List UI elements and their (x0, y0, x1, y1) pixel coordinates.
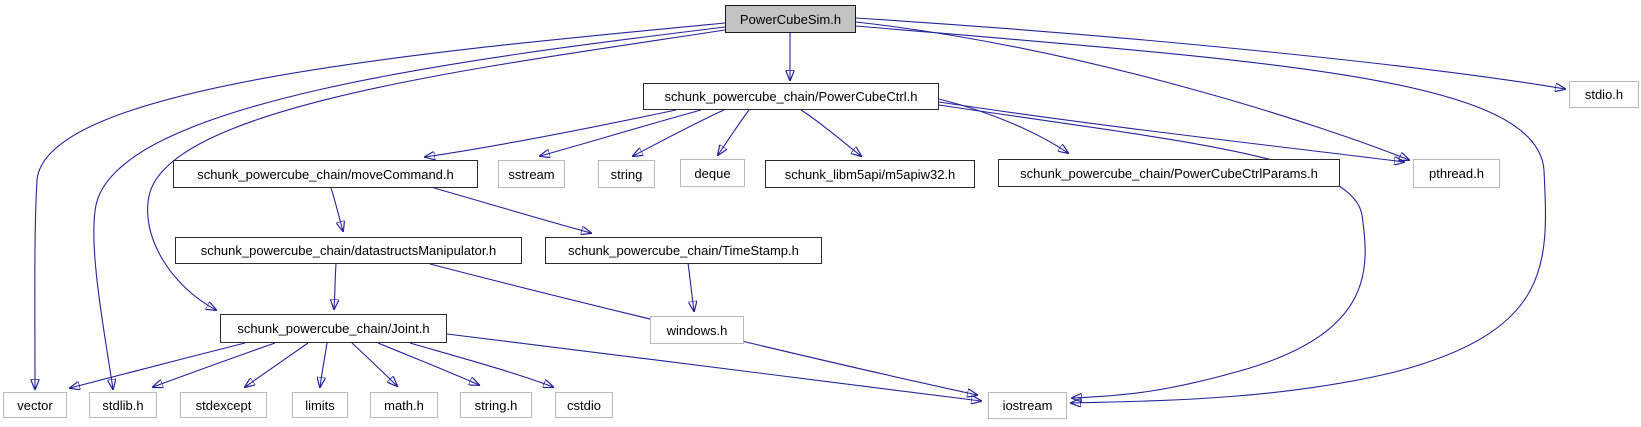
edge-joint-to-iostream (446, 333, 981, 401)
node-timestamp[interactable]: schunk_powercube_chain/TimeStamp.h (545, 237, 822, 264)
node-m5apiw32[interactable]: schunk_libm5api/m5apiw32.h (765, 160, 975, 188)
edge-ctrl-to-m5api (800, 109, 861, 156)
node-windows: windows.h (650, 316, 744, 344)
node-sstream: sstream (498, 160, 565, 188)
edge-sim-to-joint (147, 29, 726, 310)
edge-sim-to-pthread (855, 21, 1409, 160)
node-movecommand[interactable]: schunk_powercube_chain/moveCommand.h (173, 160, 478, 188)
node-stdio: stdio.h (1569, 81, 1639, 108)
node-powercubectrlparams[interactable]: schunk_powercube_chain/PowerCubeCtrlPara… (998, 159, 1340, 187)
node-powercubectrl[interactable]: schunk_powercube_chain/PowerCubeCtrl.h (643, 83, 939, 110)
edge-timestamp-to-windows (687, 262, 694, 311)
node-string-h: string.h (460, 392, 532, 418)
node-powercubesim: PowerCubeSim.h (725, 5, 856, 33)
edge-joint-to-math (351, 342, 397, 386)
edge-ctrl-to-string (633, 109, 725, 156)
node-pthread: pthread.h (1413, 159, 1500, 188)
node-math: math.h (370, 392, 438, 418)
edge-sim-to-stdio (855, 17, 1565, 89)
edge-joint-to-stringh (377, 342, 479, 385)
edge-ctrl-to-iostream (938, 104, 1366, 398)
edge-sim-to-iostream (855, 25, 1546, 403)
node-stdexcept: stdexcept (180, 392, 267, 418)
edge-movecmd-to-timestamp (433, 187, 591, 233)
node-deque: deque (680, 159, 745, 187)
edge-joint-to-vector (70, 342, 246, 388)
edge-ctrl-to-movecmd (425, 109, 677, 157)
node-iostream: iostream (988, 392, 1067, 419)
edge-ctrl-to-sstream (540, 109, 702, 156)
edge-sim-to-vector (35, 22, 726, 389)
edge-ctrl-to-pthread (938, 101, 1404, 162)
edge-movecmd-to-datastructs (330, 187, 343, 231)
edge-joint-to-stdexcept (245, 342, 309, 387)
edge-joint-to-limits (320, 342, 328, 387)
edge-joint-to-cstdio (409, 342, 553, 387)
edge-ctrl-to-deque (718, 109, 750, 155)
node-limits: limits (292, 392, 348, 418)
edge-ctrl-to-params (938, 98, 1068, 153)
node-cstdio: cstdio (555, 392, 613, 418)
node-string: string (598, 160, 655, 188)
node-stdlib: stdlib.h (89, 392, 157, 418)
edge-joint-to-stdlib (153, 342, 276, 387)
edge-datastructs-to-joint (334, 263, 336, 309)
node-vector: vector (3, 392, 67, 418)
node-datastructsmanipulator[interactable]: schunk_powercube_chain/datastructsManipu… (175, 237, 522, 264)
node-joint[interactable]: schunk_powercube_chain/Joint.h (220, 314, 447, 343)
edge-sim-to-stdlib (93, 26, 726, 389)
